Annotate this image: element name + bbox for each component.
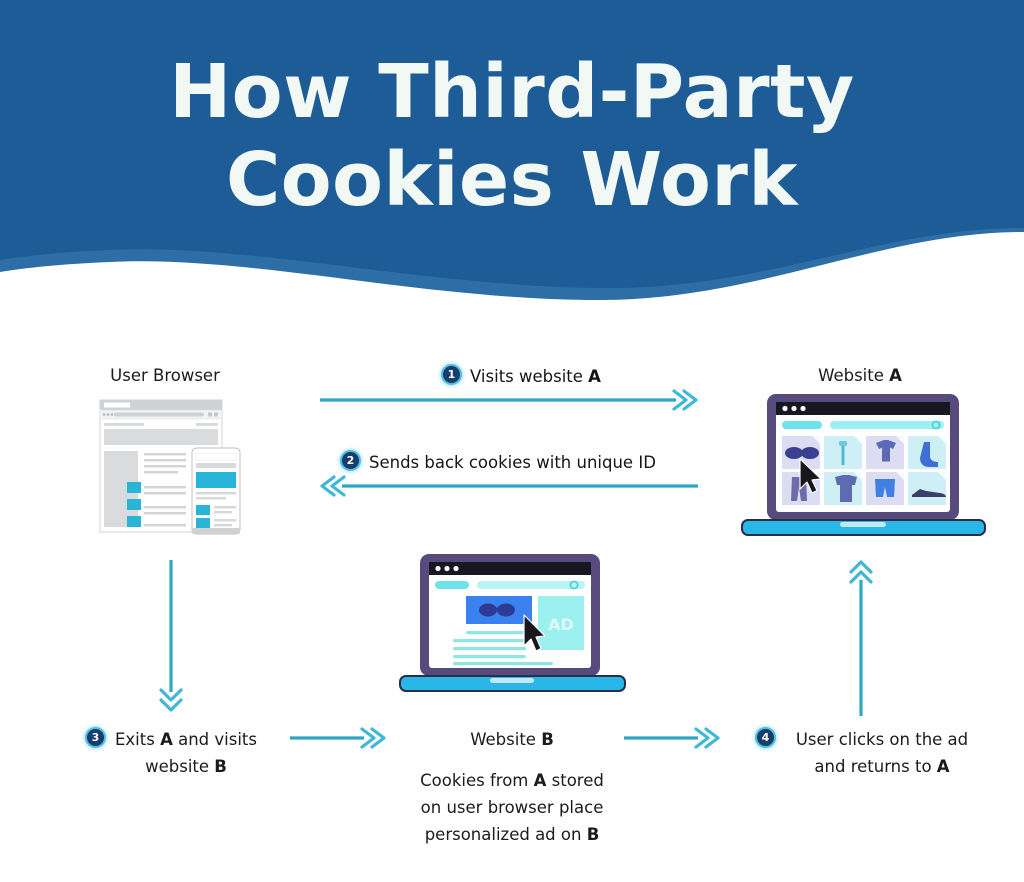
product-tshirt (876, 440, 896, 462)
step-3-arrow-down (159, 560, 183, 712)
product-jacket (835, 475, 857, 502)
step-4-text: User clicks on the ad and returns to A (782, 726, 982, 780)
page-title-line-1: How Third-Party (169, 49, 855, 135)
cursor-pointer (799, 458, 822, 494)
product-sunglasses (785, 447, 819, 459)
step-3-1c: and visits (172, 730, 257, 749)
step-1-text-a: Visits website (470, 367, 589, 386)
website-b-label: Website B (412, 727, 612, 753)
website-b-label-prefix: Website (470, 730, 542, 749)
header-wave-shape (0, 0, 1024, 300)
step-2-arrow-left (320, 475, 698, 497)
step-4-text-line-1: User clicks on the ad (795, 730, 969, 749)
step-4-arrow-up (849, 560, 873, 716)
caption-3a: personalized ad on (424, 825, 587, 844)
website-b-caption: Cookies from A stored on user browser pl… (392, 767, 632, 848)
website-a-laptop (740, 392, 990, 549)
header-banner: How Third-Party Cookies Work (0, 0, 1024, 310)
product-sock (920, 442, 938, 467)
step-3-2a: website (145, 757, 215, 776)
ad-panel-label: AD (548, 615, 574, 634)
website-b-label-bold: B (541, 730, 554, 749)
website-a-label-bold: A (889, 366, 902, 385)
step-4-2b: A (936, 757, 950, 776)
wave-front-layer (0, 0, 1024, 288)
user-browser-svg (99, 399, 241, 535)
step-2-text: Sends back cookies with unique ID (369, 453, 656, 472)
step-1-text-b: A (588, 367, 601, 386)
website-b-to-step-4-arrow (624, 727, 720, 749)
caption-3b: B (586, 825, 600, 844)
website-b-caption-line-2: on user browser place (420, 798, 604, 817)
step-3-badge: 3 (85, 727, 106, 748)
step-3-text-line-2: website B (106, 753, 266, 780)
product-shorts (875, 479, 895, 497)
caption-1b: A (533, 771, 547, 790)
user-browser-label: User Browser (110, 366, 220, 385)
website-b-laptop: AD (398, 552, 628, 709)
step-4-2a: and returns to (814, 757, 937, 776)
product-razor (839, 441, 847, 465)
step-1-text: Visits website A (470, 363, 601, 390)
page-title-line-2: Cookies Work (225, 137, 799, 223)
website-b-caption-line-3: personalized ad on B (392, 821, 632, 848)
step-3-text: Exits A and visits website B (106, 726, 266, 780)
step-3-1a: Exits (114, 730, 161, 749)
step-3-1b: A (160, 730, 173, 749)
ad-panel (538, 596, 584, 650)
website-a-label-prefix: Website (818, 366, 890, 385)
caption-1c: stored (546, 771, 604, 790)
step-4-text-line-2: and returns to A (782, 753, 982, 780)
product-shoe (912, 489, 946, 497)
step-1-arrow-right (320, 389, 698, 411)
caption-1a: Cookies from (420, 771, 534, 790)
website-a-label: Website A (760, 363, 960, 389)
website-b-caption-line-1: Cookies from A stored (392, 767, 632, 794)
step-2-badge: 2 (340, 450, 361, 471)
step-1-badge: 1 (441, 364, 462, 385)
page-title: How Third-Party Cookies Work (0, 48, 1024, 224)
step-4-badge: 4 (755, 727, 776, 748)
step-3-text-line-1: Exits A and visits (106, 726, 266, 753)
step-3-to-website-b-arrow (290, 727, 386, 749)
cursor-pointer (523, 614, 546, 652)
user-browser-illustration (96, 396, 246, 541)
step-3-2b: B (214, 757, 227, 776)
website-a-laptop-svg (741, 394, 986, 536)
website-b-laptop-svg: AD (399, 554, 626, 692)
